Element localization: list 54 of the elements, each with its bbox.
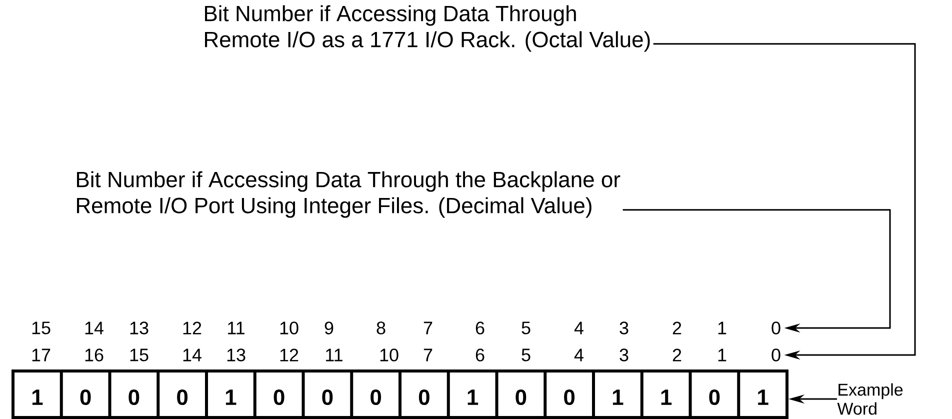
bit-number: 15: [130, 348, 148, 362]
bit-number: 1: [718, 322, 726, 334]
bit-number: 14: [183, 348, 202, 362]
bit-number: 17: [32, 348, 50, 362]
note-text: Bit Number if Accessing Data Through Remote I/O as a 1771 I/O Rack. (Octal Value): [205, 5, 650, 52]
bit-number: 10: [380, 348, 398, 362]
bit-number: 3: [620, 348, 628, 362]
bit-cell: 1: [612, 390, 624, 405]
arrow: [653, 43, 916, 360]
bit-cell: 0: [370, 389, 382, 406]
bit-cell: 0: [80, 389, 91, 406]
bit-number: 3: [620, 322, 628, 334]
bit-number: 2: [672, 348, 682, 362]
bit-number: 13: [130, 322, 148, 334]
bit-number: 1: [718, 348, 726, 362]
note-text: Bit Number if Accessing Data Through the Backplane or Remote I/O Port Using Integer Files. (Decimal Value): [77, 171, 620, 218]
bit-cell: 1: [32, 390, 43, 405]
bit-number: 5: [522, 348, 530, 362]
bit-number: 12: [280, 348, 298, 362]
bit-cell: 0: [709, 389, 720, 406]
bit-number: 0: [772, 348, 780, 362]
bit-cell: 0: [322, 389, 333, 406]
bit-number: 15: [32, 322, 50, 334]
bit-cell: 0: [418, 389, 430, 406]
bit-cell: 0: [177, 389, 188, 406]
bit-cell: 0: [274, 389, 284, 406]
bit-number: 7: [424, 322, 432, 334]
word-box: [12, 370, 788, 419]
bit-number: 11: [228, 322, 244, 334]
bit-cell: 1: [758, 390, 768, 405]
bit-number: 7: [424, 348, 432, 362]
bit-number: 6: [476, 322, 484, 334]
bit-cell: 1: [226, 390, 236, 405]
bit-number: 12: [183, 322, 202, 334]
bit-number: 6: [476, 348, 484, 362]
bit-number: 10: [280, 322, 298, 334]
arrow: [622, 209, 891, 333]
bit-number: 2: [672, 322, 682, 334]
bit-cell: 0: [128, 389, 140, 406]
bit-number: 16: [85, 348, 104, 362]
bit-number: 14: [85, 322, 104, 334]
bit-cell: 1: [468, 390, 478, 405]
bit-number: 11: [326, 348, 342, 362]
caption-text: Example Word: [837, 383, 903, 415]
bit-number: 8: [376, 322, 386, 334]
bit-number: 0: [772, 322, 780, 334]
bit-number: 5: [522, 322, 530, 334]
bit-number: 4: [574, 322, 584, 334]
bit-number: 4: [574, 348, 584, 362]
bit-cell: 1: [661, 390, 672, 405]
bit-number: 13: [227, 348, 246, 362]
bit-cell: 0: [516, 389, 526, 406]
bit-cell: 0: [564, 389, 575, 406]
bit-number: 9: [324, 322, 334, 334]
